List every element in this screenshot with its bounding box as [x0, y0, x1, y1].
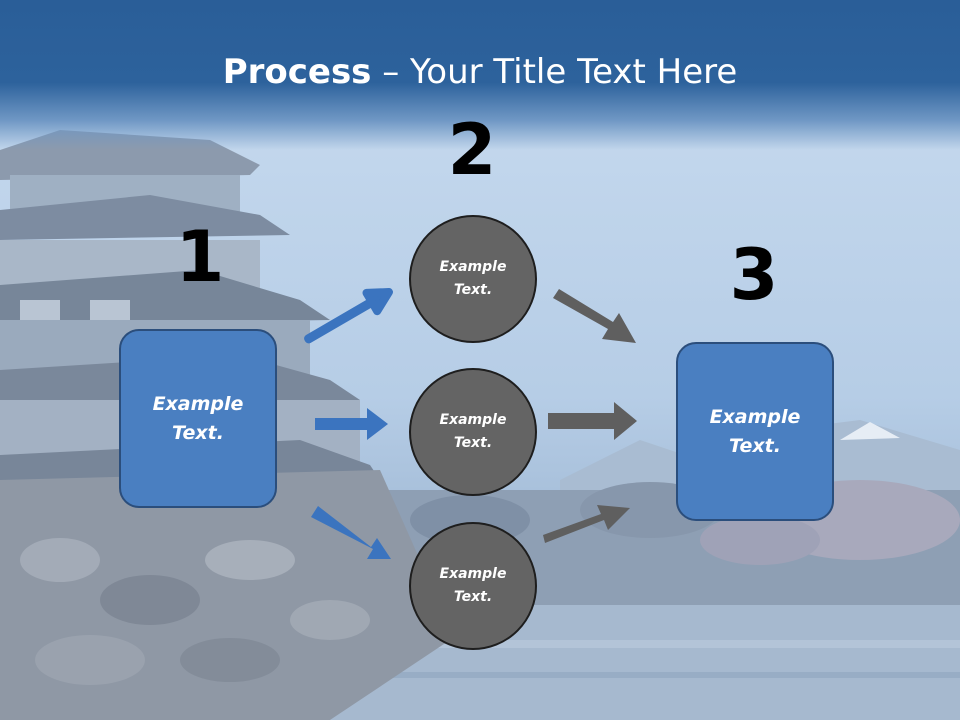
circle-bottom-text: Example Text. [439, 566, 507, 605]
arrow-up-right-gray [543, 505, 630, 543]
circle-middle-text: Example Text. [439, 412, 507, 451]
step-1-box[interactable]: Example Text. [119, 329, 277, 508]
step-2-circle-top[interactable]: Example Text. [409, 215, 537, 343]
step-3-text: Example Text. [709, 405, 801, 457]
step-1-text: Example Text. [152, 392, 244, 444]
arrow-down-right-blue [311, 506, 391, 559]
title-bar [0, 0, 960, 150]
title-bold: Process [222, 52, 372, 92]
step-3-box[interactable]: Example Text. [676, 342, 834, 521]
circle-top-text: Example Text. [439, 259, 507, 298]
arrow-up-right-blue [304, 288, 393, 344]
step-number-3: 3 [729, 234, 779, 316]
arrow-right-gray [548, 402, 637, 440]
step-number-1: 1 [175, 216, 225, 298]
step-2-circle-middle[interactable]: Example Text. [409, 368, 537, 496]
step-number-2: 2 [447, 109, 497, 191]
step-2-circle-bottom[interactable]: Example Text. [409, 522, 537, 650]
title-rest: – Your Title Text Here [371, 52, 738, 92]
slide-title: Process – Your Title Text Here [0, 52, 960, 92]
arrow-down-right-gray [553, 289, 636, 343]
arrow-right-blue [315, 408, 388, 440]
